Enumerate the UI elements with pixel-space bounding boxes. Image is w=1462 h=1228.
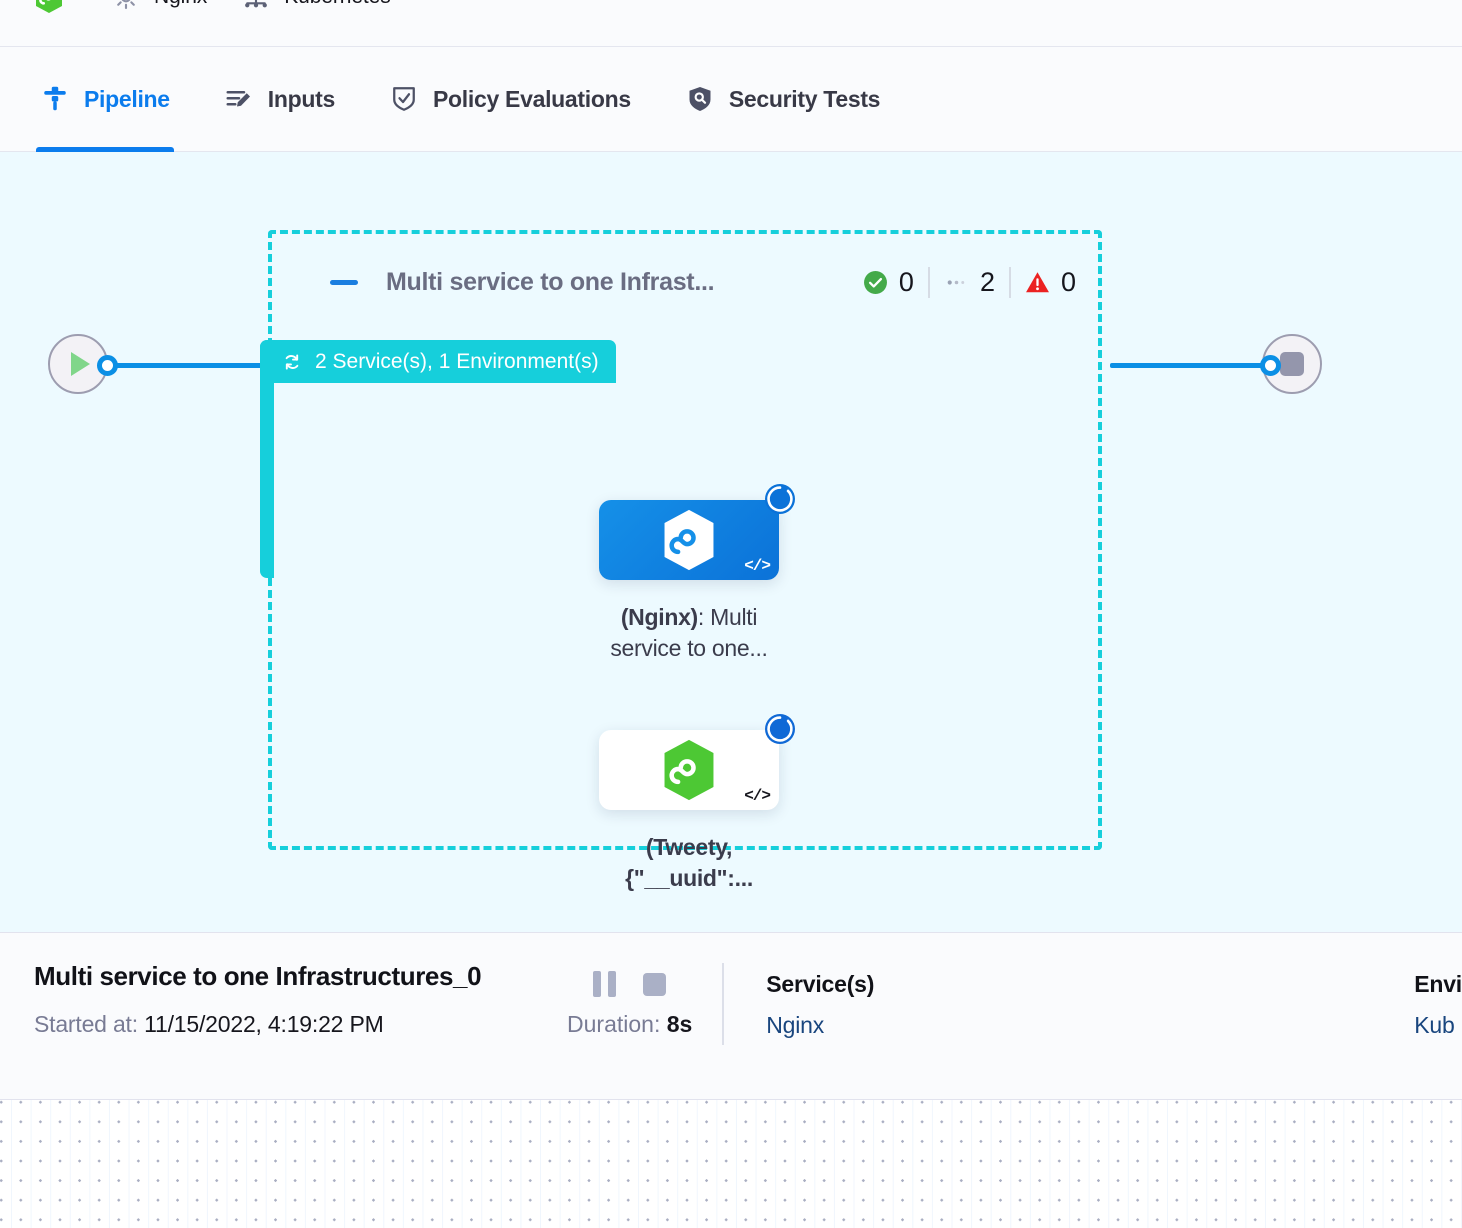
execution-title: Multi service to one Infrastructures_0 (34, 961, 482, 991)
count-error: 0 (1008, 266, 1076, 298)
tab-bar: Pipeline Inputs Policy Evaluations Secur… (0, 47, 1462, 152)
tab-label-inputs: Inputs (267, 85, 336, 112)
footer-duration: Duration: 8s (537, 933, 722, 1038)
service-label-rest: : Multi service to one... (610, 604, 768, 662)
group-pill-label: 2 Service(s), 1 Environment(s) (315, 349, 599, 373)
breadcrumb-item-project[interactable] (34, 0, 77, 14)
code-brackets-icon[interactable]: </> (744, 787, 771, 805)
duration-label: Duration: (567, 1011, 661, 1037)
started-at-label: Started at: (34, 1011, 138, 1037)
execution-controls (537, 971, 722, 997)
gear-icon (117, 0, 135, 10)
service-label-bold: (Nginx) (620, 604, 698, 630)
group-header: Multi service to one Infrast... 0 2 (330, 262, 1076, 302)
start-node-handle[interactable] (97, 355, 118, 376)
stop-icon (1280, 352, 1304, 376)
count-success-value: 0 (898, 266, 914, 297)
started-at: Started at: 11/15/2022, 4:19:22 PM (34, 1011, 537, 1038)
tab-label-security: Security Tests (728, 85, 881, 112)
breadcrumb-label-1: Nginx (154, 0, 207, 9)
duration-text: Duration: 8s (537, 1011, 722, 1038)
group-type-pill[interactable]: 2 Service(s), 1 Environment(s) (260, 340, 616, 383)
service-label: (Tweety, {"__uuid":... (599, 832, 779, 894)
execution-summary-footer: Multi service to one Infrastructures_0 S… (0, 932, 1462, 1100)
edge-start-to-group (110, 363, 272, 368)
tab-pipeline[interactable]: Pipeline (36, 47, 174, 152)
service-node-tweety[interactable]: </> (Tweety, {"__uuid":... (599, 714, 795, 894)
service-card[interactable]: </> (599, 714, 795, 810)
harness-hexagon-white-icon (664, 509, 714, 571)
success-check-icon (863, 270, 887, 294)
count-running-value: 2 (979, 266, 995, 297)
service-card[interactable]: </> (599, 484, 795, 580)
tab-label-policy: Policy Evaluations (433, 85, 631, 112)
started-at-value: 11/15/2022, 4:19:22 PM (144, 1011, 384, 1037)
count-running: 2 (927, 266, 1009, 298)
tab-security-tests[interactable]: Security Tests (681, 47, 884, 152)
pause-icon[interactable] (593, 971, 617, 997)
service-node-nginx[interactable]: </> (Nginx): Multi service to one... (599, 484, 795, 664)
shield-check-icon (393, 87, 415, 111)
edge-group-to-end (1110, 363, 1272, 368)
error-warning-icon (1026, 271, 1049, 292)
breadcrumb-label-2: Kubernetes (284, 0, 391, 9)
footer-divider (722, 963, 725, 1045)
collapse-dash-icon[interactable] (330, 279, 358, 285)
count-error-value: 0 (1060, 266, 1076, 297)
services-value[interactable]: Nginx (766, 1012, 825, 1038)
tab-policy-evaluations[interactable]: Policy Evaluations (385, 47, 635, 152)
inputs-icon (226, 91, 250, 107)
end-node[interactable] (1262, 334, 1322, 394)
breadcrumb-item-environment[interactable]: Kubernetes (241, 0, 391, 12)
tab-inputs[interactable]: Inputs (220, 47, 339, 152)
code-brackets-icon[interactable]: </> (744, 557, 771, 575)
background-dot-grid (0, 1100, 1462, 1228)
stage-group-box[interactable]: Multi service to one Infrast... 0 2 (268, 230, 1102, 850)
environments-value[interactable]: Kub (1414, 1012, 1455, 1038)
breadcrumb-item-service[interactable]: Nginx (111, 0, 207, 12)
count-success: 0 (863, 267, 928, 298)
end-node-handle[interactable] (1260, 355, 1281, 376)
stop-icon[interactable] (643, 972, 667, 996)
pipeline-icon (44, 86, 66, 111)
pipeline-canvas[interactable]: 2 Service(s), 1 Environment(s) Multi ser… (0, 152, 1462, 932)
kubernetes-icon (245, 0, 268, 8)
services-header: Service(s) (766, 971, 875, 997)
loading-spinner-icon (765, 714, 795, 744)
footer-services-column: Service(s) Nginx (724, 933, 874, 1039)
breadcrumb-bar: Nginx Kubernetes (0, 0, 1462, 47)
running-dots-icon (947, 279, 965, 285)
play-icon (71, 352, 90, 376)
harness-hexagon-green-icon (664, 739, 714, 801)
footer-left: Multi service to one Infrastructures_0 S… (0, 933, 537, 1038)
service-label: (Nginx): Multi service to one... (599, 602, 779, 664)
environments-header: Envi (1414, 971, 1462, 997)
loading-spinner-icon (765, 484, 795, 514)
group-status-counts: 0 2 0 (863, 266, 1076, 298)
footer-environments-column: Envi Kub (874, 933, 1462, 1039)
group-title: Multi service to one Infrast... (386, 267, 715, 296)
service-label-rest: {"__uuid":... (625, 865, 753, 892)
duration-value: 8s (666, 1011, 693, 1037)
service-label-bold: (Tweety, (645, 834, 733, 860)
tab-label-pipeline: Pipeline (84, 85, 170, 112)
loop-repeat-icon (285, 353, 299, 370)
green-hexagon-logo-icon (36, 0, 62, 13)
shield-scan-icon (689, 87, 711, 111)
